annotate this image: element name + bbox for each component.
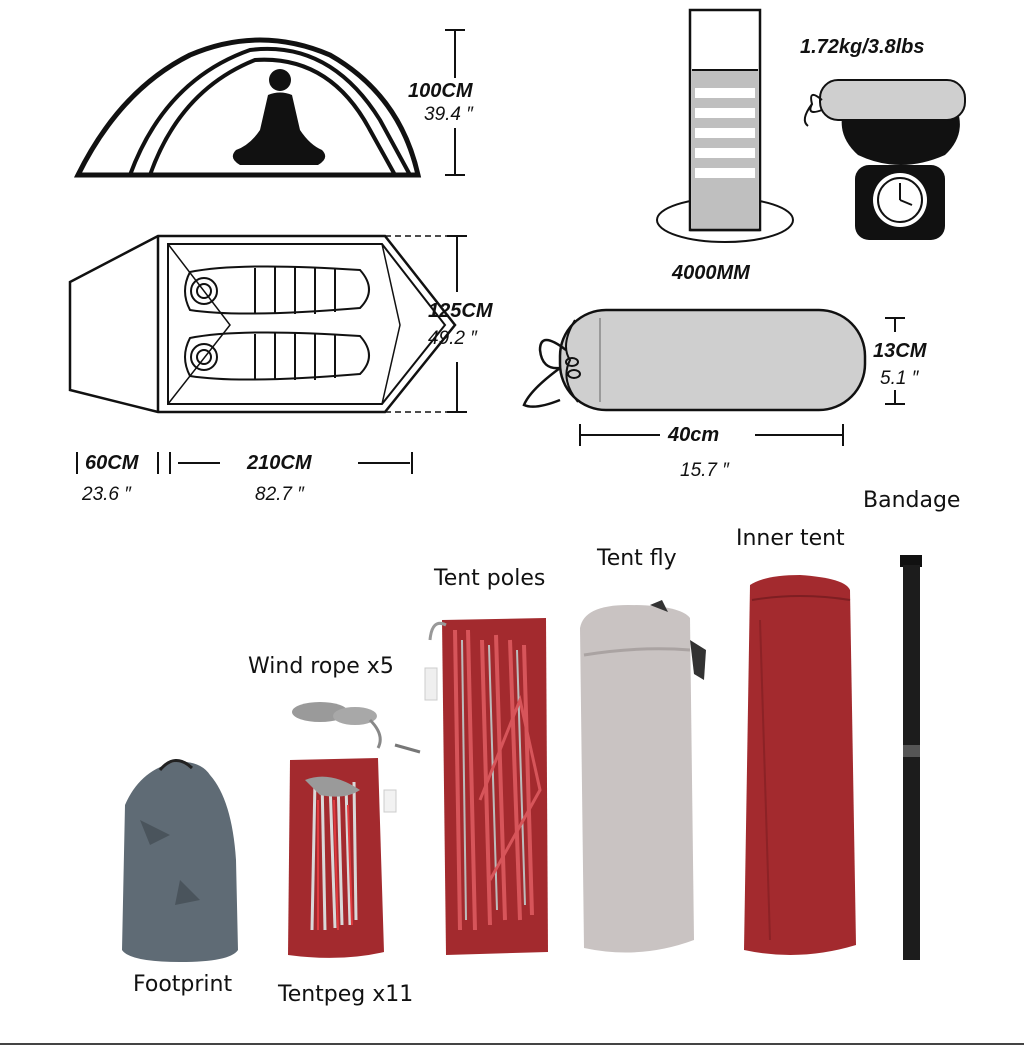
width-cm-label: 125CM (428, 300, 493, 322)
pack-length-in-label: 15.7 ″ (680, 460, 729, 481)
tent-fly-label: Tent fly (597, 546, 677, 571)
height-dimension-bar (445, 29, 465, 176)
length-in-label: 82.7 ″ (255, 484, 304, 505)
wind-rope-label: Wind rope x5 (248, 654, 394, 679)
inner-tent-label: Inner tent (736, 526, 845, 551)
pack-length-cm-label: 40cm (668, 424, 720, 446)
width-dimension-bar (447, 235, 467, 413)
pack-length-bar (579, 424, 844, 446)
tentpeg-bag (288, 758, 397, 958)
pack-diameter-cm-label: 13CM (873, 340, 927, 362)
tentpeg-label: Tentpeg x11 (278, 982, 414, 1007)
pack-diameter-in-label: 5.1 ″ (880, 368, 919, 389)
height-cm-label: 100CM (408, 80, 473, 102)
footprint-bag (122, 759, 238, 962)
person-silhouette (232, 69, 326, 165)
weighing-scale (803, 79, 966, 240)
vestibule-cm-label: 60CM (85, 452, 139, 474)
tent-poles-bag (424, 618, 548, 955)
pack-diameter-bar (885, 317, 905, 405)
length-dimension-bars (76, 452, 413, 474)
height-in-label: 39.4 ″ (424, 104, 473, 125)
weight-label: 1.72kg/3.8lbs (800, 36, 925, 58)
width-in-label: 49.2 ″ (428, 328, 477, 349)
tent-floor-plan (68, 234, 457, 414)
waterproof-rating-label: 4000MM (672, 262, 750, 284)
wind-rope-bundle (292, 702, 421, 754)
tent-side-profile (73, 37, 422, 178)
tent-fly-bag (580, 600, 706, 953)
bandage-label: Bandage (863, 488, 961, 513)
tent-poles-label: Tent poles (434, 566, 546, 591)
packed-bag (522, 308, 867, 412)
inner-tent-bag (744, 575, 856, 955)
length-cm-label: 210CM (247, 452, 312, 474)
bandage-strap (900, 555, 922, 960)
footprint-label: Footprint (133, 972, 233, 997)
vestibule-in-label: 23.6 ″ (82, 484, 131, 505)
waterproof-column (656, 8, 794, 243)
